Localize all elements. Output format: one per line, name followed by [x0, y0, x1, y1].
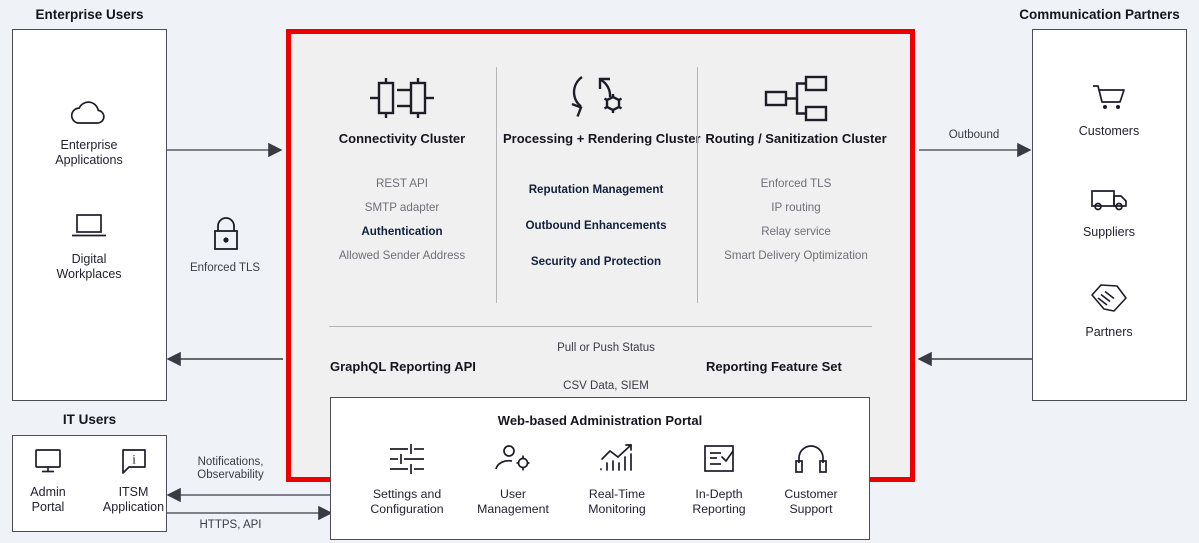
node-itsm-application[interactable]: i ITSM Application	[86, 447, 181, 514]
node-admin-portal[interactable]: Admin Portal	[3, 447, 93, 514]
cluster-connectivity[interactable]: Connectivity Cluster REST API SMTP adapt…	[309, 67, 495, 268]
node-label: Enterprise Applications	[55, 138, 123, 167]
column-divider-1	[496, 67, 497, 303]
admin-feature-user-management[interactable]: User Management	[461, 442, 565, 516]
edge-label-https-api: HTTPS, API	[199, 519, 262, 531]
connector-plug-icon	[309, 67, 495, 129]
column-divider-2	[697, 67, 698, 303]
panel-communication-partners: Customers Suppliers	[1032, 29, 1187, 401]
panel-enterprise-users: Enterprise Applications Digital Workplac…	[12, 29, 167, 401]
cluster-items: Reputation Management Outbound Enhanceme…	[503, 172, 689, 280]
sitemap-icon	[703, 67, 889, 129]
cluster-item[interactable]: Smart Delivery Optimization	[724, 249, 868, 262]
node-label: Partners	[1085, 325, 1133, 339]
process-gear-cycle-icon	[503, 67, 689, 129]
admin-feature-reporting[interactable]: In-Depth Reporting	[667, 442, 771, 516]
node-digital-workplaces[interactable]: Digital Workplaces	[34, 210, 144, 281]
node-partners[interactable]: Partners	[1054, 281, 1164, 340]
truck-icon	[1088, 185, 1130, 220]
cluster-item[interactable]: REST API	[376, 177, 428, 190]
node-label: ITSM Application	[102, 485, 165, 514]
admin-feature-label: Real-Time Monitoring	[588, 487, 646, 516]
cluster-item[interactable]: Reputation Management	[528, 183, 664, 196]
cluster-title: Routing / Sanitization Cluster	[705, 131, 887, 146]
admin-feature-label: Customer Support	[784, 487, 838, 516]
cluster-item[interactable]: Authentication	[361, 225, 443, 238]
cloud-icon	[69, 98, 109, 133]
cluster-item[interactable]: Enforced TLS	[760, 177, 832, 190]
edge-label-enforced-tls: Enforced TLS	[189, 262, 261, 274]
admin-feature-label: User Management	[477, 487, 549, 516]
admin-feature-label: In-Depth Reporting	[692, 487, 746, 516]
cluster-items: REST API SMTP adapter Authentication All…	[309, 172, 495, 268]
info-bubble-icon: i	[118, 447, 150, 480]
admin-feature-settings[interactable]: Settings and Configuration	[355, 442, 459, 516]
node-customers[interactable]: Customers	[1054, 82, 1164, 139]
handshake-icon	[1088, 281, 1130, 320]
admin-portal-title: Web-based Administration Portal	[497, 413, 703, 428]
group-title-it-users: IT Users	[62, 412, 117, 427]
admin-feature-label: Settings and Configuration	[370, 487, 444, 516]
group-title-enterprise-users: Enterprise Users	[35, 7, 144, 22]
cluster-title: Processing + Rendering Cluster	[503, 131, 701, 146]
chart-line-icon	[596, 442, 638, 481]
cluster-processing-rendering[interactable]: Processing + Rendering Cluster Reputatio…	[503, 67, 701, 280]
panel-web-admin-portal: Web-based Administration Portal	[330, 397, 870, 540]
cluster-routing-sanitization[interactable]: Routing / Sanitization Cluster Enforced …	[703, 67, 889, 268]
edge-label-notifications: Notifications, Observability	[197, 456, 264, 481]
sliders-icon	[386, 442, 428, 481]
svg-text:i: i	[132, 452, 136, 467]
reporting-arrow-label-top: Pull or Push Status	[557, 342, 655, 354]
node-label: Customers	[1078, 124, 1140, 138]
shopping-cart-icon	[1089, 82, 1129, 119]
cluster-items: Enforced TLS IP routing Relay service Sm…	[703, 172, 889, 268]
lock-icon	[209, 215, 243, 262]
edge-label-outbound: Outbound	[948, 129, 1000, 141]
group-title-communication-partners: Communication Partners	[1019, 7, 1180, 22]
admin-feature-monitoring[interactable]: Real-Time Monitoring	[565, 442, 669, 516]
node-suppliers[interactable]: Suppliers	[1054, 185, 1164, 240]
user-gear-icon	[492, 442, 534, 481]
headset-icon	[790, 442, 832, 481]
cluster-item[interactable]: Outbound Enhancements	[525, 219, 667, 232]
cluster-item[interactable]: Security and Protection	[530, 255, 662, 268]
report-check-icon	[698, 442, 740, 481]
reporting-arrow-label-bottom: CSV Data, SIEM	[563, 380, 649, 392]
cluster-item[interactable]: Allowed Sender Address	[338, 249, 466, 262]
cluster-item[interactable]: IP routing	[771, 201, 821, 214]
node-enterprise-applications[interactable]: Enterprise Applications	[34, 98, 144, 167]
reporting-feature-set-label[interactable]: Reporting Feature Set	[706, 359, 842, 374]
cluster-title: Connectivity Cluster	[338, 131, 466, 146]
node-label: Suppliers	[1082, 225, 1136, 239]
section-divider	[329, 326, 872, 327]
cluster-item[interactable]: Relay service	[761, 225, 831, 238]
node-label: Digital Workplaces	[56, 252, 122, 281]
node-label: Admin Portal	[30, 485, 66, 514]
admin-feature-customer-support[interactable]: Customer Support	[759, 442, 863, 516]
cluster-item[interactable]: SMTP adapter	[364, 201, 440, 214]
monitor-icon	[31, 447, 65, 480]
graphql-reporting-api-label[interactable]: GraphQL Reporting API	[330, 359, 476, 374]
panel-it-users: Admin Portal i ITSM Application	[12, 435, 167, 532]
laptop-icon	[69, 210, 109, 247]
